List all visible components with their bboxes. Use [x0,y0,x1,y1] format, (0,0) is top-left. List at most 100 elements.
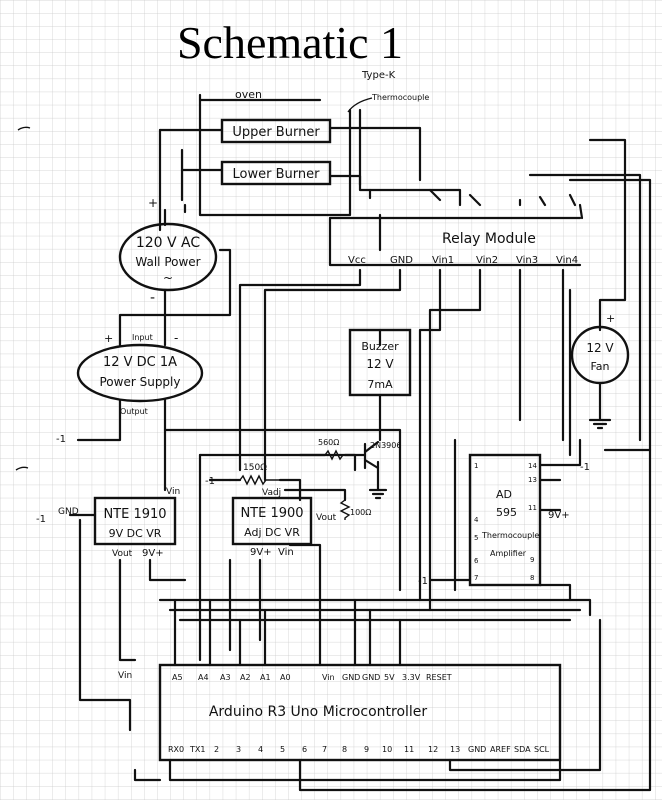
svg-text:12 V: 12 V [586,341,614,355]
power-supply: 12 V DC 1A Power Supply Input Output + - [76,331,204,416]
svg-text:-1: -1 [580,462,590,473]
svg-text:Wall Power: Wall Power [135,255,200,269]
svg-text:3.3V: 3.3V [402,673,421,682]
svg-text:2: 2 [214,745,219,754]
svg-text:Lower Burner: Lower Burner [233,167,321,182]
relay-pin-vin1: Vin1 [432,255,454,266]
lower-burner: Lower Burner [220,160,332,186]
relay-module-label: Relay Module [442,231,536,247]
svg-text:SCL: SCL [534,745,550,754]
fan: 12 V Fan + [570,312,630,430]
svg-text:5V: 5V [384,673,395,682]
svg-text:A2: A2 [240,673,251,682]
buzzer: Buzzer 12 V 7mA [348,328,412,397]
svg-text:12: 12 [428,745,438,754]
svg-text:Vin: Vin [322,673,335,682]
svg-text:RX0: RX0 [168,745,184,754]
page-title: Schematic 1 [177,17,403,68]
svg-text:Buzzer: Buzzer [361,340,399,353]
relay-module: Relay Module Vcc GND Vin1 Vin2 Vin3 Vin4 [348,231,578,266]
upper-burner: Upper Burner [220,118,332,144]
svg-text:A5: A5 [172,673,183,682]
svg-text:-1: -1 [418,576,428,587]
ground-markers: -1 -1 -1 [56,434,590,587]
svg-text:+: + [104,332,113,345]
svg-text:Vout: Vout [316,513,337,523]
svg-text:Adj DC VR: Adj DC VR [244,526,300,539]
svg-text:6: 6 [302,745,307,754]
relay-pin-vin3: Vin3 [516,255,538,266]
svg-text:GND: GND [362,673,380,682]
svg-text:1: 1 [474,462,478,470]
svg-text:12 V DC 1A: 12 V DC 1A [103,355,177,370]
svg-text:A3: A3 [220,673,231,682]
svg-text:Vout: Vout [112,549,133,559]
svg-text:+: + [606,312,615,325]
svg-text:Type-K: Type-K [361,70,396,81]
svg-text:9V DC VR: 9V DC VR [109,527,162,540]
svg-text:A1: A1 [260,673,271,682]
svg-text:5: 5 [474,534,478,542]
svg-text:GND: GND [468,745,486,754]
svg-text:7mA: 7mA [367,378,393,391]
regulator-nte1910: NTE 1910 9V DC VR GND Vin Vout 9V+ -1 [36,487,180,559]
svg-text:A0: A0 [280,673,291,682]
svg-text:Input: Input [132,333,153,342]
svg-text:AD: AD [496,488,512,501]
svg-text:~: ~ [163,271,173,285]
svg-text:14: 14 [528,462,537,470]
svg-text:Power Supply: Power Supply [100,375,181,389]
svg-text:Amplifier: Amplifier [490,549,527,558]
binder-marks [15,126,31,471]
svg-text:AREF: AREF [490,745,511,754]
svg-text:9V+: 9V+ [548,510,570,521]
svg-text:Fan: Fan [590,360,609,373]
ad595-amplifier: AD 595 Thermocouple Amplifier 9V+ 1 4 5 … [468,453,570,587]
svg-text:8: 8 [530,574,534,582]
svg-text:4: 4 [474,516,479,524]
svg-text:11: 11 [404,745,414,754]
svg-text:Upper Burner: Upper Burner [232,125,320,140]
svg-text:3: 3 [236,745,241,754]
relay-pin-vin4: Vin4 [556,255,578,266]
arduino-top-pins: A5 A4 A3 A2 A1 A0 Vin GND GND 5V 3.3V RE… [172,673,452,682]
svg-text:9: 9 [364,745,369,754]
svg-text:8: 8 [342,745,347,754]
svg-text:Vadj: Vadj [262,488,281,498]
svg-text:10: 10 [382,745,392,754]
svg-text:Thermocouple: Thermocouple [481,531,539,540]
relay-pin-gnd: GND [390,255,413,266]
svg-text:13: 13 [450,745,460,754]
svg-text:-1: -1 [205,476,215,487]
svg-text:4: 4 [258,745,263,754]
svg-text:Vin: Vin [166,487,180,497]
svg-text:9: 9 [530,556,534,564]
svg-text:595: 595 [496,506,517,519]
arduino-vin-label: Vin [118,671,132,681]
relay-pin-vcc: Vcc [348,255,366,266]
svg-text:7: 7 [474,574,478,582]
svg-text:A4: A4 [198,673,209,682]
svg-text:120 V AC: 120 V AC [136,235,201,251]
svg-text:TX1: TX1 [189,745,205,754]
svg-text:NTE 1910: NTE 1910 [103,507,166,522]
svg-text:+: + [148,196,158,210]
svg-text:2N3906: 2N3906 [370,441,401,450]
oven-label: oven [235,88,262,101]
svg-text:-: - [150,290,155,306]
svg-text:GND: GND [342,673,360,682]
svg-text:12 V: 12 V [366,357,394,371]
svg-text:-1: -1 [56,434,66,445]
arduino-bottom-pins: RX0 TX1 2 3 4 5 6 7 8 9 10 11 12 13 GND … [168,745,550,754]
svg-text:560Ω: 560Ω [318,438,339,447]
svg-text:-: - [174,331,178,345]
svg-text:13: 13 [528,476,537,484]
svg-text:Output: Output [120,407,148,416]
circuit-wires [68,93,652,792]
svg-text:9V+: 9V+ [250,547,272,558]
regulator-nte1900: 150Ω Vadj NTE 1900 Adj DC VR Vout 100Ω 9… [205,463,371,558]
svg-text:RESET: RESET [426,673,452,682]
svg-text:5: 5 [280,745,285,754]
relay-pin-vin2: Vin2 [476,255,498,266]
